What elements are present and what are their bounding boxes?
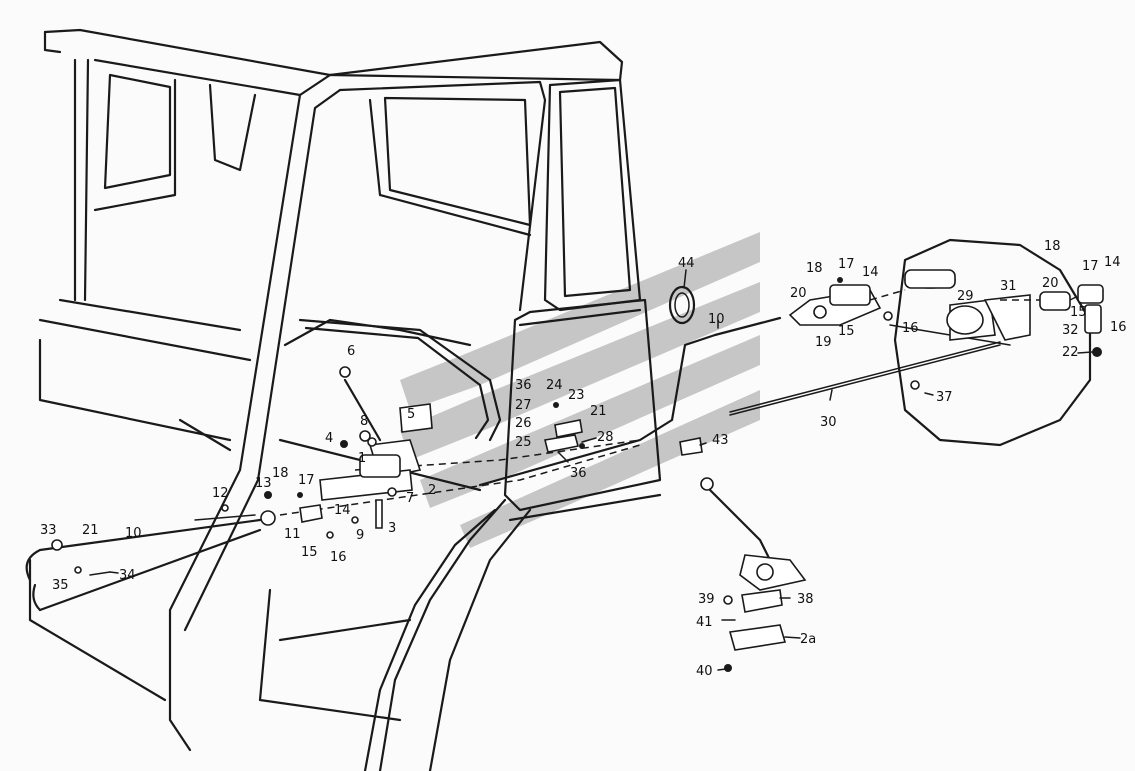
callout-12: 12 [212, 486, 229, 501]
callout-21: 21 [82, 523, 99, 538]
callout-31: 31 [1000, 279, 1017, 294]
callout-17: 17 [838, 257, 855, 272]
callout-39: 39 [698, 592, 715, 607]
callout-15: 15 [838, 324, 855, 339]
callout-10: 10 [708, 312, 725, 327]
callout-24: 24 [546, 378, 563, 393]
callout-2: 2 [428, 483, 436, 498]
callout-16: 16 [902, 321, 919, 336]
callout-43: 43 [712, 433, 729, 448]
callout-35: 35 [52, 578, 69, 593]
callout-4: 4 [325, 431, 333, 446]
callout-37: 37 [936, 390, 953, 405]
cable-fittings-left [51, 539, 111, 576]
callout-41: 41 [696, 615, 713, 630]
callout-18: 18 [272, 466, 289, 481]
callout-6: 6 [347, 344, 355, 359]
callout-17: 17 [1082, 259, 1099, 274]
callout-14: 14 [862, 265, 879, 280]
callout-18: 18 [1044, 239, 1061, 254]
callout-10: 10 [125, 526, 142, 541]
callout-38: 38 [797, 592, 814, 607]
callout-25: 25 [515, 435, 532, 450]
callout-5: 5 [407, 407, 415, 422]
callout-16: 16 [330, 550, 347, 565]
callout-14: 14 [1104, 255, 1121, 270]
callout-40: 40 [696, 664, 713, 679]
callout-33: 33 [40, 523, 57, 538]
cab-body [28, 28, 662, 771]
callout-1: 1 [358, 451, 366, 466]
callout-13: 13 [255, 476, 272, 491]
master-cylinder-bracket [194, 366, 703, 539]
callout-14: 14 [334, 503, 351, 518]
callout-16: 16 [1110, 320, 1127, 335]
callout-11: 11 [284, 527, 301, 542]
callout-15: 15 [301, 545, 318, 560]
callout-30: 30 [820, 415, 837, 430]
callout-28: 28 [597, 430, 614, 445]
callout-19: 19 [815, 335, 832, 350]
leader-lines [109, 269, 1093, 671]
callout-8: 8 [360, 414, 368, 429]
callout-18: 18 [806, 261, 823, 276]
callout-44: 44 [678, 256, 695, 271]
callout-21: 21 [590, 404, 607, 419]
callout-36: 36 [570, 466, 587, 481]
callout-20: 20 [1042, 276, 1059, 291]
callout-7: 7 [406, 491, 414, 506]
transmission-housing [893, 238, 1092, 447]
callout-34: 34 [119, 568, 136, 583]
callout-26: 26 [515, 416, 532, 431]
callout-9: 9 [356, 528, 364, 543]
callout-23: 23 [568, 388, 585, 403]
callout-36: 36 [515, 378, 532, 393]
watermark-logo [400, 232, 760, 548]
callout-17: 17 [298, 473, 315, 488]
cable-ring [668, 285, 696, 325]
callout-29: 29 [957, 289, 974, 304]
hydraulic-components [788, 269, 1104, 390]
callout-32: 32 [1062, 323, 1079, 338]
callout-27: 27 [515, 398, 532, 413]
callout-2a: 2a [800, 632, 816, 647]
callout-22: 22 [1062, 345, 1079, 360]
pedal-assembly [700, 477, 807, 672]
callout-3: 3 [388, 521, 396, 536]
callout-15: 15 [1070, 305, 1087, 320]
callout-labels: 44 10 18 17 14 20 15 19 16 18 17 14 20 2… [40, 239, 1127, 679]
callout-20: 20 [790, 286, 807, 301]
